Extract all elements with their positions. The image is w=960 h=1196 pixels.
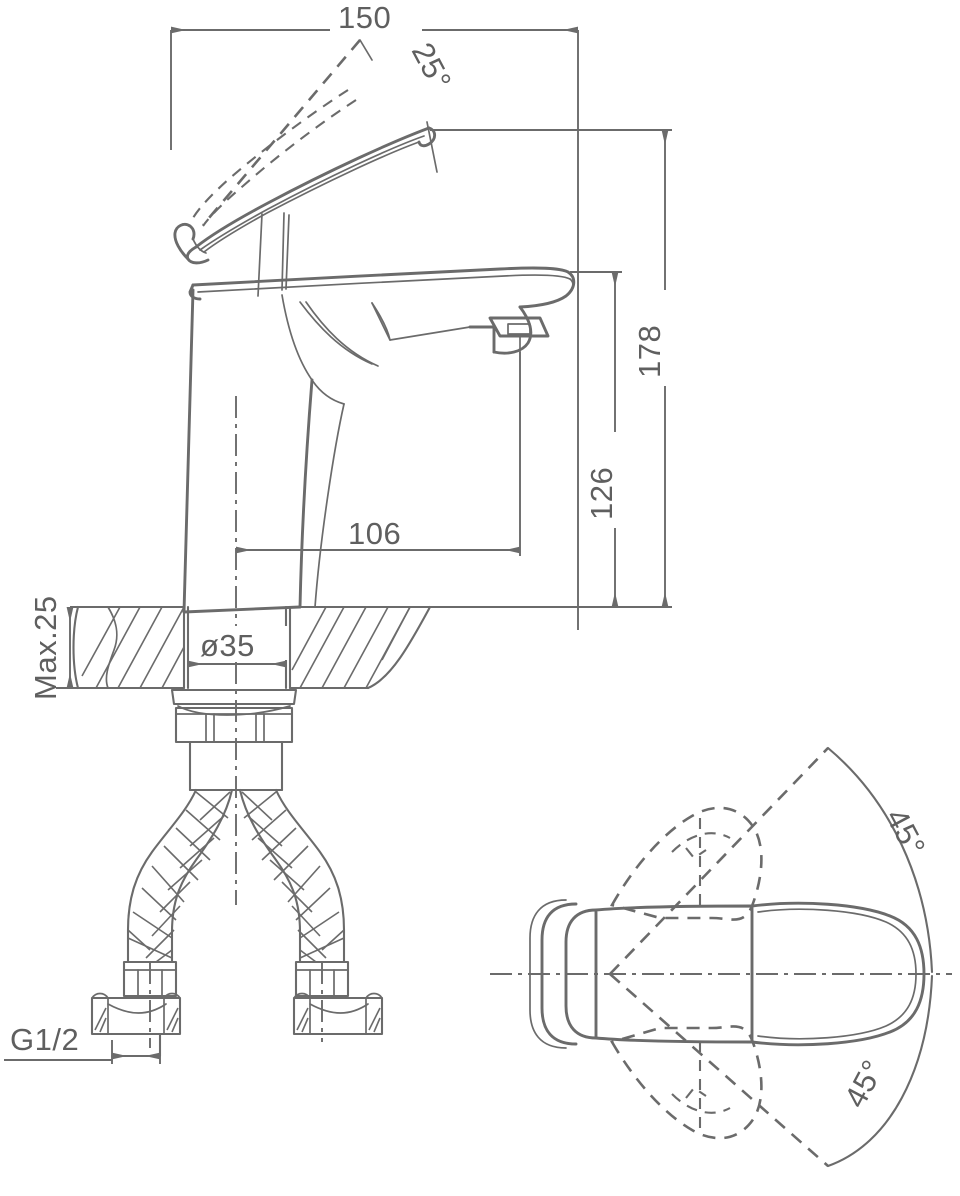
plan-phantom-handle-lower (610, 1025, 763, 1140)
hose-ferrule-left (122, 960, 178, 998)
swing-arc-lower (826, 974, 934, 1168)
plan-phantom-handle-upper (610, 806, 763, 921)
dimension-label-25deg: 25° (405, 37, 459, 96)
swing-line-upper (609, 747, 829, 975)
dimension-spout-height: 126 (570, 271, 622, 607)
hose-braid-left (127, 791, 231, 963)
dimension-mounting-hole: ø35 (188, 626, 288, 668)
deck-hatching-right (291, 606, 411, 689)
faucet-lever-handle (173, 126, 437, 265)
dimension-spout-reach: 106 (236, 352, 521, 556)
plan-angle-label-upper-group: 45° (879, 803, 933, 862)
dimension-label-45deg-upper: 45° (879, 803, 933, 862)
countertop-section (72, 605, 541, 690)
faucet-body (182, 212, 576, 614)
inlet-connector-left (90, 992, 182, 1058)
dimension-label-106: 106 (348, 516, 401, 551)
dimension-label-dia35: ø35 (200, 628, 255, 663)
dimension-overall-height: 178 (430, 129, 672, 607)
annotation-inlet-thread: G1/2 (4, 1022, 161, 1064)
swing-arc-upper (826, 746, 934, 974)
deck-hatching-left (81, 606, 185, 689)
inlet-connector-right (292, 992, 384, 1036)
plan-handle-solid (529, 899, 926, 1049)
dimension-label-45deg-lower: 45° (837, 1054, 891, 1113)
hose-ferrule-right (294, 960, 350, 998)
hose-braid-right (241, 791, 345, 963)
annotation-label-g12: G1/2 (10, 1022, 79, 1057)
dimension-label-150: 150 (338, 0, 391, 35)
dimension-label-max25: Max.25 (28, 595, 63, 700)
mounting-hardware (170, 688, 298, 792)
plan-angle-label-lower-group: 45° (837, 1054, 891, 1113)
dimension-deck-thickness: Max.25 (28, 595, 96, 700)
swing-line-lower (609, 973, 829, 1167)
dimension-label-126: 126 (584, 467, 619, 520)
plan-view: 45° 45° (490, 746, 952, 1168)
braided-hoses (122, 788, 350, 998)
dimension-label-178: 178 (632, 325, 667, 378)
